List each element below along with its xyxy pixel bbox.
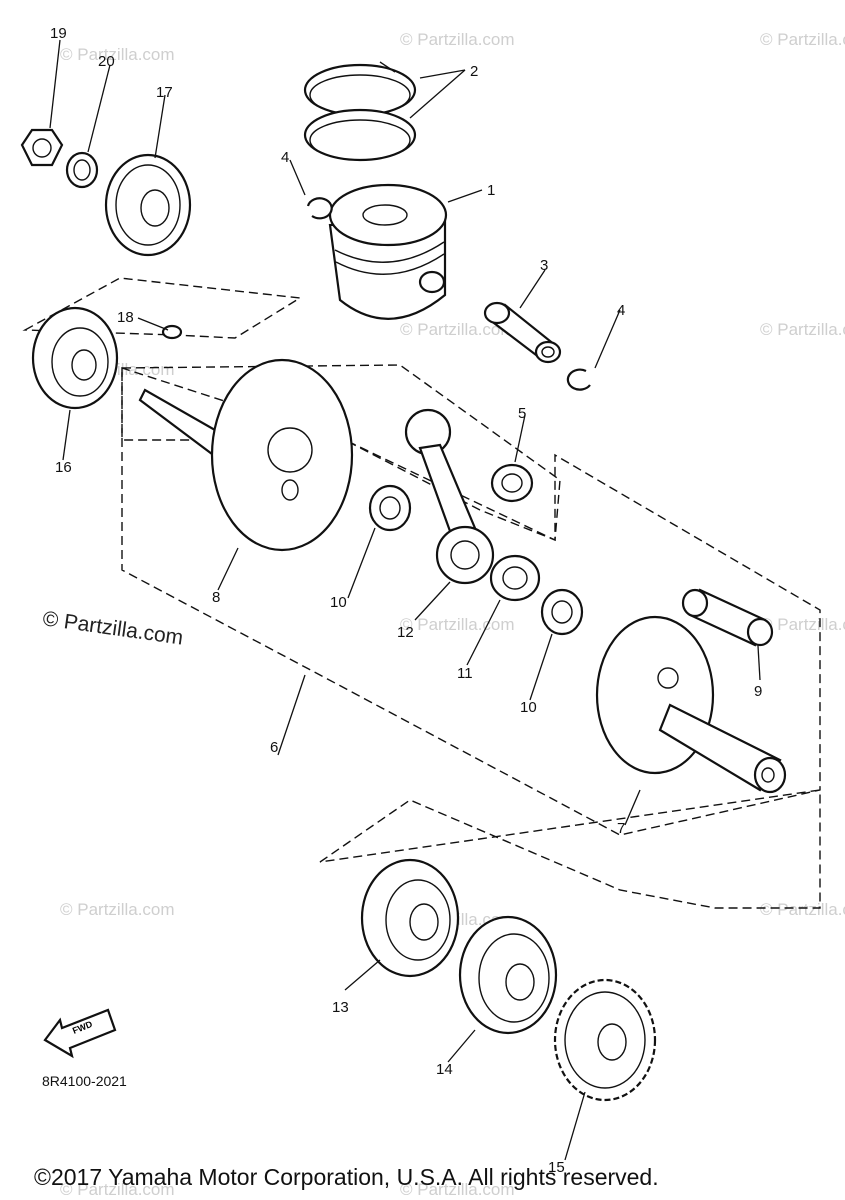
oil-seal-right	[458, 915, 558, 1035]
callout-1: 1	[487, 182, 495, 199]
watermark: © Partzilla.com	[400, 615, 515, 634]
bearing-group-boundary-top	[22, 277, 303, 339]
callout-2: 2	[470, 63, 478, 80]
nut	[20, 128, 64, 167]
callout-7: 7	[617, 820, 625, 837]
bearing-group-boundary-bottom	[319, 789, 821, 909]
callout-14: 14	[436, 1061, 453, 1078]
callout-19: 19	[50, 25, 67, 42]
callout-4: 4	[617, 302, 625, 319]
watermark: © Partzilla.com	[760, 30, 845, 49]
callout-12: 12	[397, 624, 414, 641]
callout-5: 5	[518, 405, 526, 422]
watermark: © Partzilla.com	[60, 45, 175, 64]
diagram-code: 8R4100-2021	[42, 1073, 127, 1089]
callout-16: 16	[55, 459, 72, 476]
callout-9: 9	[754, 683, 762, 700]
piston-pin	[483, 301, 562, 364]
callout-10: 10	[520, 699, 537, 716]
crank-pin	[681, 588, 774, 647]
callout-18: 18	[117, 309, 134, 326]
callout-20: 20	[98, 53, 115, 70]
callout-4: 4	[281, 149, 289, 166]
primary-drive-gear	[553, 978, 657, 1102]
callout-8: 8	[212, 589, 220, 606]
small-end-bearing	[490, 463, 534, 503]
thrust-washer-left	[368, 484, 412, 532]
lock-washer	[65, 151, 99, 189]
crank-assembly-boundary	[121, 364, 561, 542]
watermark: © Partzilla.com	[400, 30, 515, 49]
callout-3: 3	[540, 257, 548, 274]
callouts: 2 1 4 3 4 5 19 20 17 18 16 8 10 12 11 10…	[50, 25, 762, 1176]
big-end-bearing	[489, 554, 541, 602]
watermark: © Partzilla.com	[400, 1180, 515, 1199]
crank-bearing-left	[31, 306, 119, 410]
callout-11: 11	[457, 665, 473, 682]
leader-lines	[49, 39, 761, 1161]
callout-15: 15	[548, 1159, 565, 1176]
piston-rings	[303, 61, 417, 162]
watermark: © Partzilla.com	[760, 320, 845, 339]
partzilla-watermark: © Partzilla.com	[41, 607, 184, 649]
piston	[328, 183, 448, 320]
watermark: © Partzilla.com	[60, 1180, 175, 1199]
watermark: © Partzilla.com	[60, 900, 175, 919]
watermark: © Partzilla.com	[760, 615, 845, 634]
crank-bearing-right	[360, 858, 460, 978]
oil-seal	[104, 153, 192, 257]
watermark: © Partzilla.com	[400, 320, 515, 339]
crank-right	[595, 615, 787, 794]
fwd-arrow-icon: FWD	[43, 1008, 117, 1059]
watermark: © Partzilla.com	[760, 900, 845, 919]
woodruff-key	[161, 324, 183, 340]
circlip-top	[306, 197, 333, 220]
thrust-washer-right	[540, 588, 584, 636]
connecting-rod	[404, 408, 495, 585]
callout-17: 17	[156, 84, 173, 101]
circlip-right	[566, 368, 591, 391]
callout-6: 6	[270, 739, 278, 756]
copyright-notice: ©2017 Yamaha Motor Corporation, U.S.A. A…	[34, 1164, 659, 1190]
callout-13: 13	[332, 999, 349, 1016]
callout-10: 10	[330, 594, 347, 611]
crank-left	[138, 358, 354, 552]
